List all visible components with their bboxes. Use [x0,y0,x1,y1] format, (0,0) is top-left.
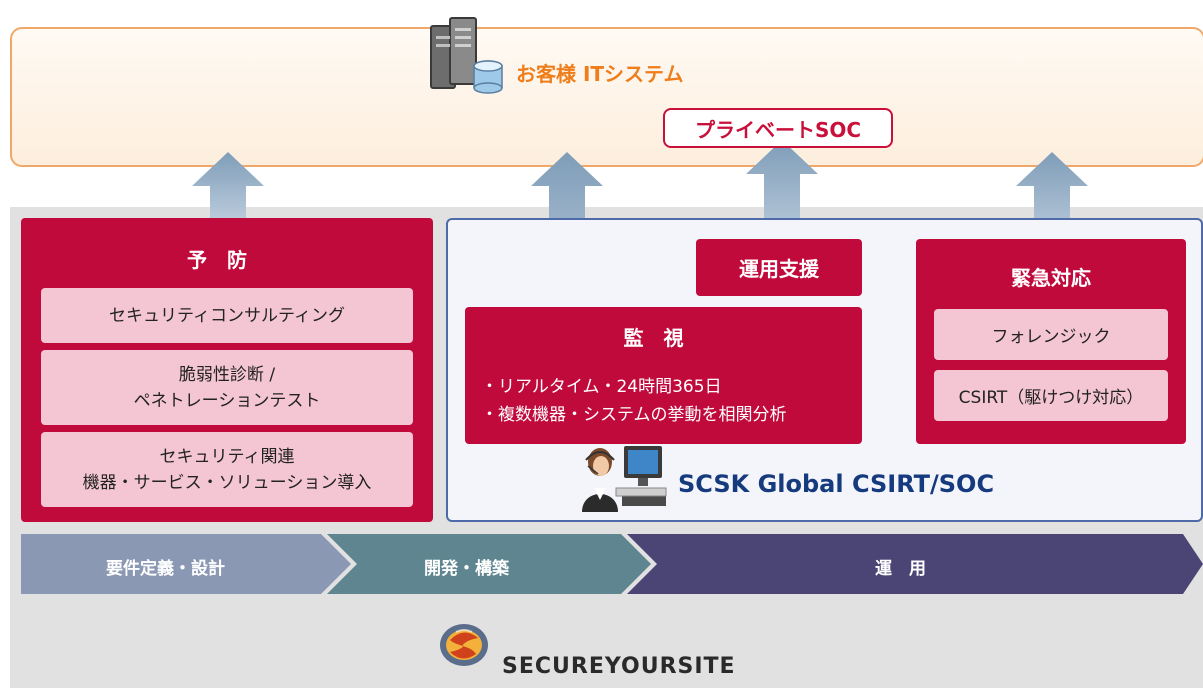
prevention-item-consulting: セキュリティコンサルティング [41,288,413,343]
soc-team-label: SCSK Global CSIRT/SOC [678,470,995,498]
prevention-item-vulnerability: 脆弱性診断 / ペネトレーションテスト [41,350,413,425]
monitoring-title: 監視 [623,326,704,350]
prevention-title: 予防 [187,248,267,272]
phase-chevron-operation [627,534,1203,594]
prevention-item-line: セキュリティコンサルティング [109,305,345,326]
up-arrow-support [746,140,818,239]
prevention-item-line: セキュリティ関連 [159,446,295,467]
emergency-item-csirt: CSIRT（駆けつけ対応） [934,370,1168,421]
phase-label-operation: 運 用 [875,559,926,579]
monitoring-bullet: ・複数機器・システムの挙動を相関分析 [481,405,787,425]
up-arrow-emergency [1016,152,1088,239]
operator-computer-icon [582,446,667,512]
up-arrow-prevention [192,152,264,218]
phase-chevron-design [21,534,351,594]
emergency-item-forensics: フォレンジック [934,309,1168,360]
secureyoursite-logo-icon [440,624,488,666]
phase-label-design: 要件定義・設計 [106,559,225,579]
operation-support-box: 運用支援 [696,239,862,296]
phase-label-development: 開発・構築 [424,559,509,579]
phase-bar [21,534,1203,594]
phase-chevron-development [327,534,651,594]
customer-it-system-area [10,27,1203,167]
prevention-item-line: 脆弱性診断 / [178,364,276,385]
customer-it-system-title: お客様 ITシステム [516,62,684,86]
server-database-icon [430,17,503,94]
prevention-item-line: 機器・サービス・ソリューション導入 [82,472,372,493]
monitoring-box [465,307,862,444]
private-soc-label: プライベートSOC [663,108,893,148]
prevention-item-deployment: セキュリティ関連 機器・サービス・ソリューション導入 [41,432,413,507]
prevention-item-line: ペネトレーションテスト [133,390,321,411]
monitoring-bullet: ・リアルタイム・24時間365日 [481,377,722,397]
emergency-response-title: 緊急対応 [1011,266,1091,290]
secureyoursite-logo-text: SECUREYOURSITE [502,654,736,679]
